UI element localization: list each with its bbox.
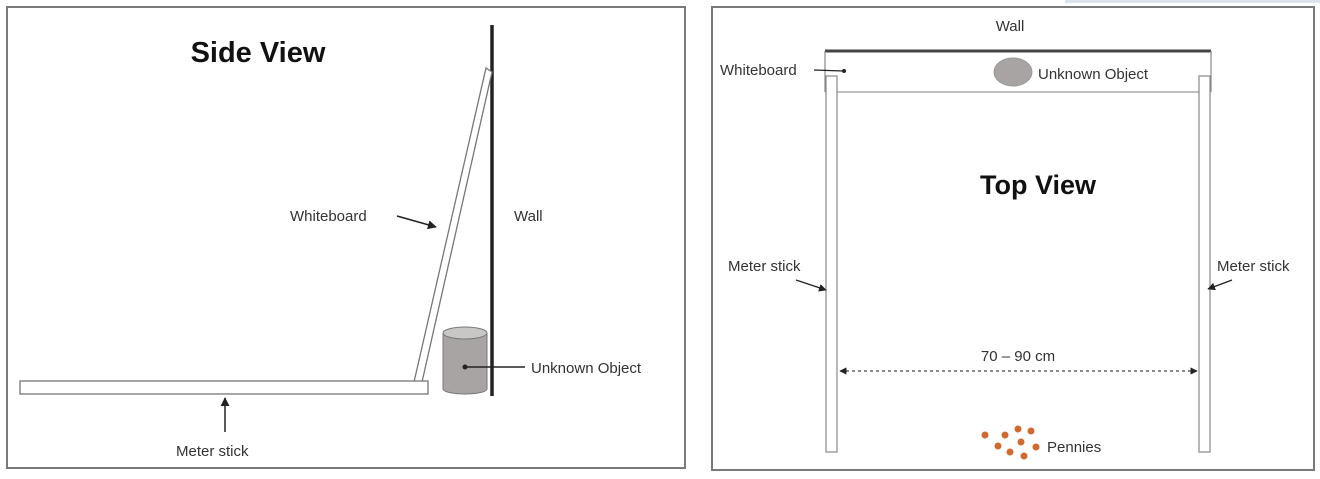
distance-label: 70 – 90 cm	[981, 348, 1055, 365]
meter-stick-left	[825, 75, 838, 453]
pointer-dot	[462, 364, 468, 370]
meter-stick-right	[1198, 75, 1211, 453]
side-view-frame	[6, 6, 686, 469]
top-meter-stick-left-label: Meter stick	[728, 258, 801, 275]
top-whiteboard-label: Whiteboard	[720, 62, 797, 79]
whiteboard-arrow	[396, 215, 437, 230]
side-wall-label: Wall	[514, 208, 543, 225]
meter-stick-right-arrow	[1207, 279, 1233, 291]
side-meter-stick-label: Meter stick	[176, 443, 249, 460]
side-unknown-object-label: Unknown Object	[531, 360, 642, 377]
pennies-label: Pennies	[1047, 439, 1101, 456]
side-view-panel: Side View Unknown Object Wall Whiteboard…	[6, 6, 686, 469]
meter-stick-left-arrow	[795, 279, 827, 292]
top-unknown-object-label: Unknown Object	[1038, 66, 1149, 83]
unknown-object-cylinder	[442, 326, 488, 395]
top-edge-strip	[1065, 0, 1320, 3]
unknown-object-top	[993, 57, 1033, 87]
meter-stick-side	[19, 380, 429, 395]
top-view-panel: Wall Unknown Object Whiteboard Top View …	[711, 6, 1315, 471]
top-meter-stick-right-label: Meter stick	[1217, 258, 1290, 275]
side-view-title: Side View	[191, 37, 326, 69]
top-view-title: Top View	[980, 170, 1097, 200]
pennies-cluster	[981, 425, 1040, 460]
top-wall-label: Wall	[996, 18, 1025, 35]
whiteboard-pointer	[813, 69, 844, 72]
side-whiteboard-label: Whiteboard	[290, 208, 367, 225]
